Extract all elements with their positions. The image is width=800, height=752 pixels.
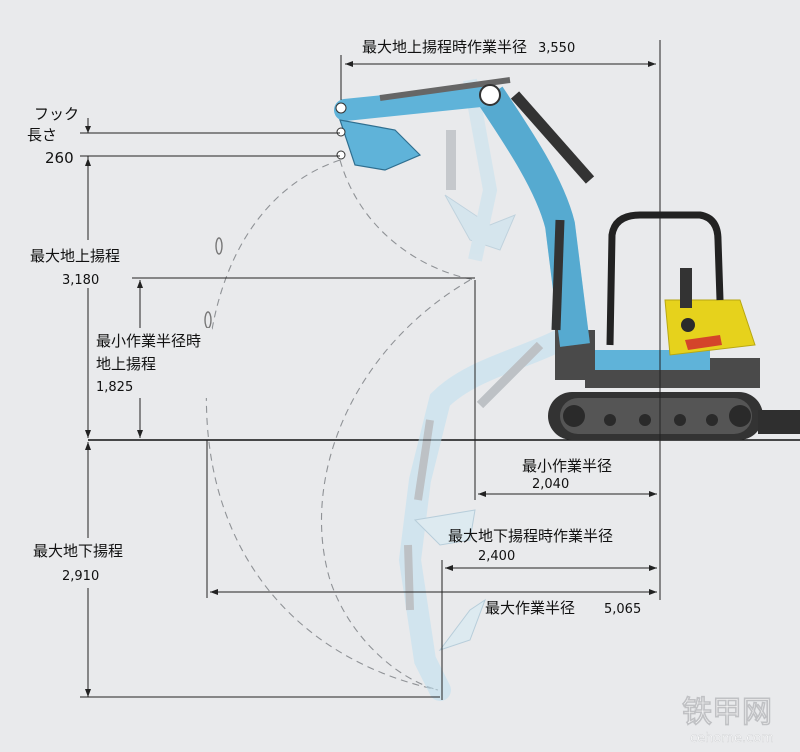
inner-reach-arc <box>339 159 476 281</box>
dim-max-reach-ground <box>340 40 661 445</box>
cab-frame <box>606 211 724 346</box>
excavator-machine <box>548 211 800 440</box>
boom-arm-assembly <box>334 77 595 347</box>
max-reach-ground-title: 最大地上揚程時作業半径 <box>362 38 527 56</box>
boom <box>477 86 590 347</box>
min-radius-title: 最小作業半径 <box>522 457 612 475</box>
max-depth-radius-title: 最大地下揚程時作業半径 <box>448 527 613 545</box>
dim-max-height <box>85 156 91 438</box>
max-radius-title: 最大作業半径 <box>485 599 575 617</box>
watermark-cn: 铁甲网 <box>682 695 772 730</box>
max-reach-ground-value: 3,550 <box>538 41 575 56</box>
arm <box>334 84 501 121</box>
watermark-url: cehome.com <box>690 731 774 746</box>
min-radius-height-title-1: 最小作業半径時 <box>96 332 201 350</box>
max-reach-arc <box>205 159 439 691</box>
hook-value: 260 <box>45 149 74 167</box>
max-depth-title: 最大地下揚程 <box>33 542 123 560</box>
ghost-arm-lower <box>398 329 571 701</box>
dim-max-radius <box>206 440 661 600</box>
dim-hook-length <box>80 118 340 157</box>
max-radius-value: 5,065 <box>604 602 641 617</box>
min-radius-value: 2,040 <box>532 477 569 492</box>
dim-min-radius <box>474 280 657 500</box>
max-height-value: 3,180 <box>62 273 99 288</box>
max-depth-radius-value: 2,400 <box>478 549 515 564</box>
arm-cylinder <box>551 219 565 331</box>
ghost-arm-upper <box>444 78 516 262</box>
bucket <box>339 119 422 171</box>
max-depth-value: 2,910 <box>62 569 99 584</box>
dozer-blade <box>758 410 800 434</box>
max-height-title: 最大地上揚程 <box>30 247 120 265</box>
hook-title-1: フック <box>34 105 79 123</box>
bucket-cylinder <box>379 77 511 101</box>
hook-chain-icon <box>204 237 223 329</box>
hook-title-2: 長さ <box>27 126 57 144</box>
boom-cylinder <box>510 91 595 184</box>
dim-max-depth-radius <box>441 560 657 700</box>
lower-arc <box>320 279 471 691</box>
min-radius-height-value: 1,825 <box>96 380 133 395</box>
min-radius-height-title-2: 地上揚程 <box>96 355 156 373</box>
watermark-logo: 铁甲网 cehome.com <box>682 695 774 746</box>
